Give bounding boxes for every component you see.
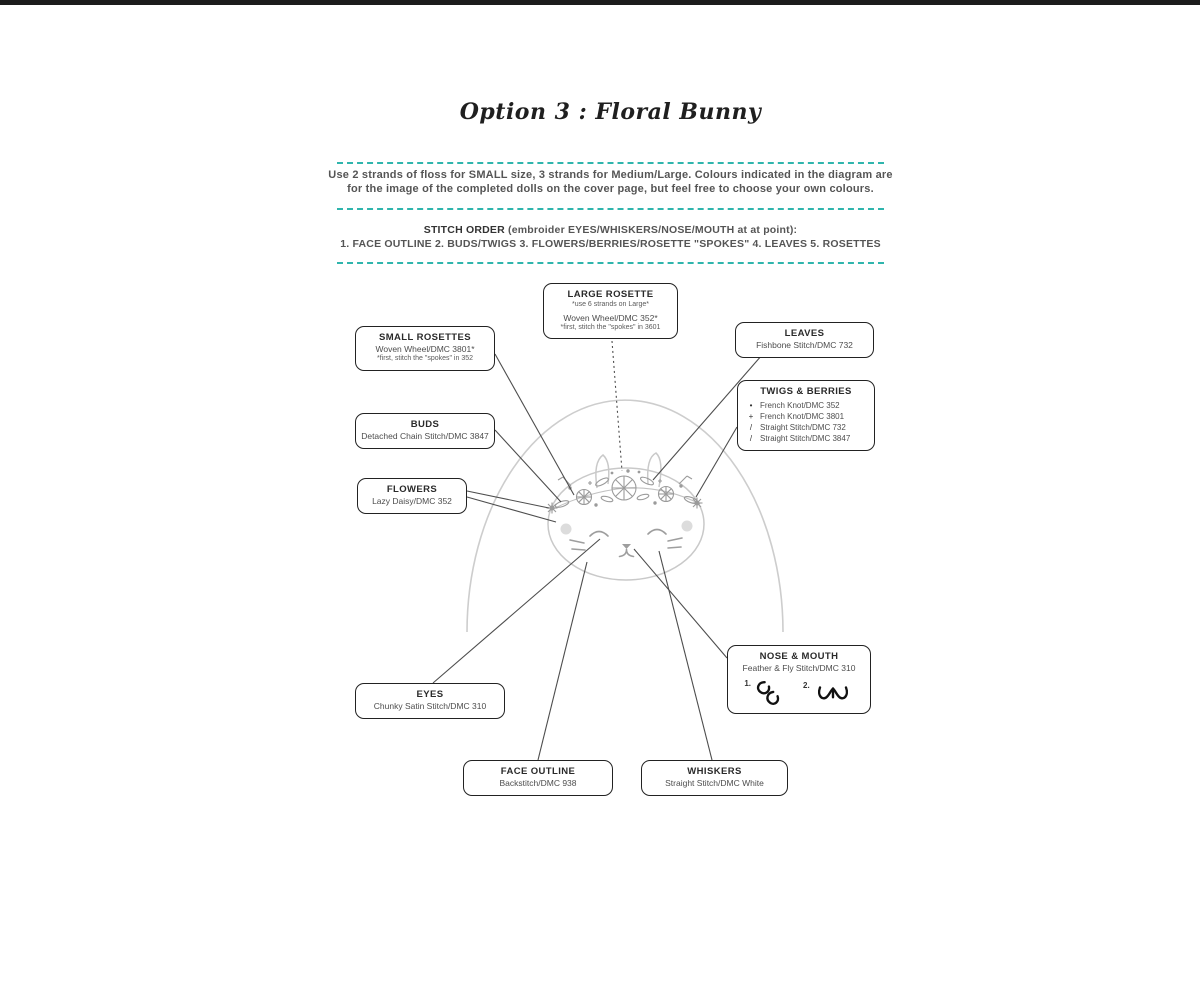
straight-stitch-slash-icon: / <box>749 434 753 443</box>
daisy-motifs <box>546 497 703 514</box>
legend-item-label: French Knot/DMC 3801 <box>760 412 845 421</box>
callout-title: LARGE ROSETTE <box>567 289 654 300</box>
feather-stitch-icon <box>756 681 780 705</box>
divider-middle <box>337 208 884 210</box>
connector-twigs-berries <box>695 426 738 498</box>
bunny-cheeks <box>560 520 693 535</box>
connector-nose-mouth <box>633 548 728 659</box>
callout-title: EYES <box>416 689 444 700</box>
french-knot-dot-icon: • <box>749 401 753 410</box>
small-rosette-motif-left <box>575 488 593 506</box>
callout-note: *use 6 strands on Large* <box>571 301 650 308</box>
connector-lines <box>432 340 763 761</box>
callout-title: NOSE & MOUTH <box>759 651 839 662</box>
callout-footnote: *first, stitch the "spokes" in 352 <box>376 355 473 362</box>
callout-stitch-info: Woven Wheel/DMC 352* <box>563 312 658 323</box>
callout-buds: BUDS Detached Chain Stitch/DMC 3847 <box>355 413 495 449</box>
twigs-berries-legend: • French Knot/DMC 352 + French Knot/DMC … <box>742 400 870 444</box>
figure-number: 1. <box>744 679 751 688</box>
page-title: Option 3 : Floral Bunny <box>459 99 762 125</box>
legend-item: / Straight Stitch/DMC 732 <box>742 422 870 433</box>
callout-nose-mouth: NOSE & MOUTH Feather & Fly Stitch/DMC 31… <box>727 645 871 714</box>
bunny-head-outline <box>547 452 705 581</box>
french-knot-plus-icon: + <box>748 412 754 421</box>
callout-stitch-info: Fishbone Stitch/DMC 732 <box>756 340 853 350</box>
legend-item-label: Straight Stitch/DMC 3847 <box>760 434 851 443</box>
callout-stitch-info: Feather & Fly Stitch/DMC 310 <box>742 663 856 673</box>
page-top-edge <box>0 0 1200 5</box>
figure-number: 2. <box>803 681 810 690</box>
callout-title: LEAVES <box>784 328 825 339</box>
callout-twigs-berries: TWIGS & BERRIES • French Knot/DMC 352 + … <box>737 380 875 451</box>
callout-face-outline: FACE OUTLINE Backstitch/DMC 938 <box>463 760 613 796</box>
connector-flowers-b <box>466 496 557 523</box>
large-rosette-motif <box>611 475 637 501</box>
berry-dots <box>568 469 683 507</box>
callout-small-rosettes: SMALL ROSETTES Woven Wheel/DMC 3801* *fi… <box>355 326 495 371</box>
bunny-body-outline <box>466 399 784 633</box>
stitch-order-heading: STITCH ORDER <box>423 224 505 236</box>
callout-title: BUDS <box>410 419 440 430</box>
connector-buds <box>494 429 562 503</box>
connector-small-rosettes <box>494 353 575 496</box>
stitch-diagrams: 1. 2. <box>732 679 866 707</box>
fly-stitch-figure: 2. <box>803 681 854 707</box>
legend-item-label: Straight Stitch/DMC 732 <box>760 423 846 432</box>
legend-item-label: French Knot/DMC 352 <box>760 401 840 410</box>
callout-stitch-info: Lazy Daisy/DMC 352 <box>372 496 452 506</box>
twig-motifs <box>557 475 693 487</box>
floral-crown <box>546 469 703 514</box>
callout-leaves: LEAVES Fishbone Stitch/DMC 732 <box>735 322 874 358</box>
connector-eyes <box>432 538 601 684</box>
connector-large-rosette <box>611 340 623 472</box>
callout-stitch-info: Woven Wheel/DMC 3801* <box>375 344 475 354</box>
stitch-order-note: (embroider EYES/WHISKERS/NOSE/MOUTH at a… <box>504 224 798 236</box>
callout-whiskers: WHISKERS Straight Stitch/DMC White <box>641 760 788 796</box>
connector-face-outline <box>537 561 588 761</box>
legend-item: / Straight Stitch/DMC 3847 <box>742 433 870 444</box>
legend-item: + French Knot/DMC 3801 <box>742 411 870 422</box>
bunny-face <box>569 528 683 558</box>
callout-footnote: *first, stitch the "spokes" in 3601 <box>560 323 661 331</box>
straight-stitch-slash-icon: / <box>749 423 753 432</box>
connector-flowers-a <box>466 490 550 509</box>
callout-title: FACE OUTLINE <box>500 766 576 777</box>
fly-stitch-icon <box>817 686 848 700</box>
callout-stitch-info: Backstitch/DMC 938 <box>499 778 577 788</box>
divider-bottom <box>337 262 884 264</box>
callout-stitch-info: Detached Chain Stitch/DMC 3847 <box>361 431 489 441</box>
intro-line-2: for the image of the completed dolls on … <box>347 183 874 195</box>
connector-leaves <box>652 354 763 481</box>
intro-line-1: Use 2 strands of floss for SMALL size, 3… <box>328 169 893 181</box>
callout-title: SMALL ROSETTES <box>379 332 471 343</box>
callout-title: FLOWERS <box>386 484 438 495</box>
callout-large-rosette: LARGE ROSETTE *use 6 strands on Large* W… <box>543 283 678 339</box>
connector-whiskers <box>658 550 713 761</box>
callout-eyes: EYES Chunky Satin Stitch/DMC 310 <box>355 683 505 719</box>
callout-title: TWIGS & BERRIES <box>760 386 852 397</box>
french-knot-marks <box>588 479 662 485</box>
intro-text: Use 2 strands of floss for SMALL size, 3… <box>317 168 904 196</box>
legend-item: • French Knot/DMC 352 <box>742 400 870 411</box>
callout-stitch-info: Straight Stitch/DMC White <box>665 778 764 788</box>
feather-stitch-figure: 1. <box>744 679 787 707</box>
callout-flowers: FLOWERS Lazy Daisy/DMC 352 <box>357 478 467 514</box>
stitch-order: STITCH ORDER (embroider EYES/WHISKERS/NO… <box>317 223 904 251</box>
callout-title: WHISKERS <box>687 766 742 777</box>
small-rosette-motif-right <box>657 485 675 503</box>
divider-top <box>337 162 884 164</box>
callout-stitch-info: Chunky Satin Stitch/DMC 310 <box>373 701 487 711</box>
stitch-order-steps: 1. FACE OUTLINE 2. BUDS/TWIGS 3. FLOWERS… <box>340 238 881 250</box>
